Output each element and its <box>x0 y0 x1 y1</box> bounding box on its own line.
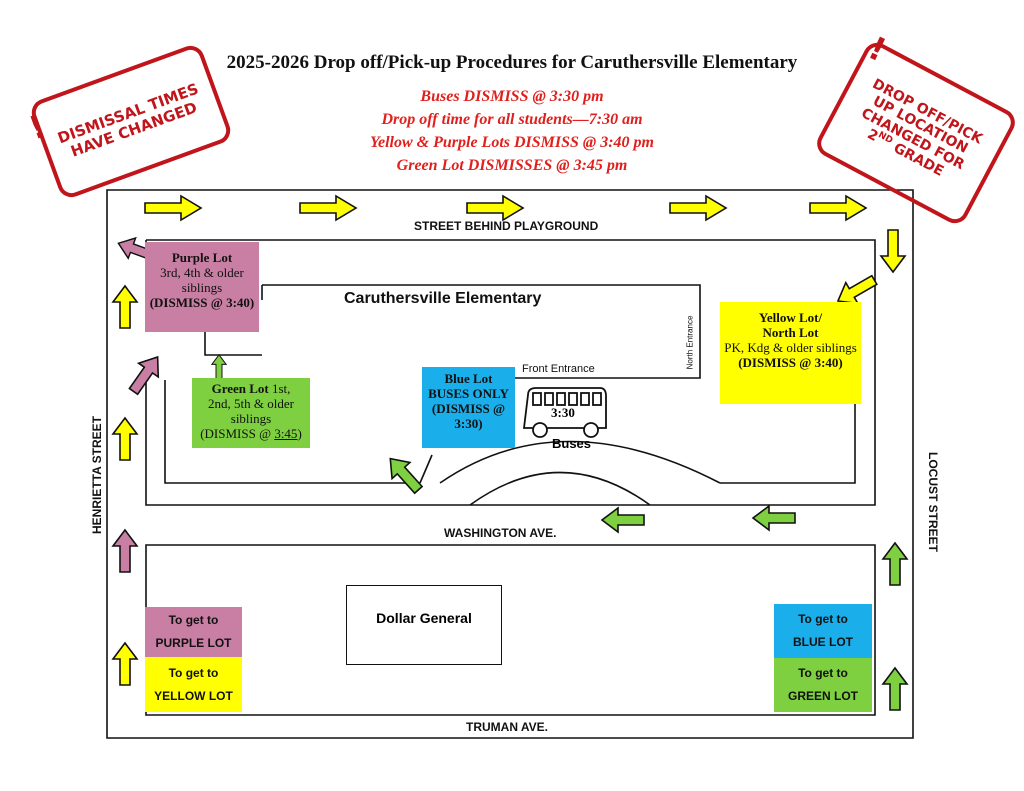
legend-purple-text: To get to PURPLE LOT <box>155 613 232 650</box>
green-lot-dismiss: (DISMISS @ 3:45) <box>200 426 302 441</box>
locust-street-label: LOCUST STREET <box>926 451 940 552</box>
subtitle-green: Green Lot DISMISSES @ 3:45 pm <box>396 157 628 174</box>
front-entrance-label: Front Entrance <box>522 363 595 375</box>
purple-lot-desc: 3rd, 4th & older siblings <box>160 264 244 295</box>
legend-yellow-text: To get to YELLOW LOT <box>154 665 233 703</box>
top-street-arrows <box>144 195 867 221</box>
stamp-left-text: DISMISSAL TIMES HAVE CHANGED <box>55 79 201 161</box>
purple-lot-box: Purple Lot 3rd, 4th & older siblings (DI… <box>145 242 259 332</box>
page-title: 2025-2026 Drop off/Pick-up Procedures fo… <box>226 52 798 73</box>
yellow-lot-dismiss: (DISMISS @ 3:40) <box>738 354 843 370</box>
right-yellow-arrows <box>831 229 906 313</box>
yellow-lot-name: Yellow Lot/ North Lot <box>758 310 823 340</box>
legend-green-text: To get to GREEN LOT <box>787 666 858 703</box>
road-lines <box>106 189 914 739</box>
blue-lot-name: Blue Lot <box>444 371 493 386</box>
bus-icon <box>522 387 607 438</box>
purple-lot-dismiss: (DISMISS @ 3:40) <box>149 294 255 310</box>
blue-lot-box: Blue Lot BUSES ONLY (DISMISS @ 3:30) <box>422 367 515 448</box>
blue-lot-desc: BUSES ONLY <box>428 385 509 401</box>
green-lot-dismiss-prefix: (DISMISS @ <box>200 425 275 441</box>
green-lot-desc-b: 2nd, 5th & older siblings <box>208 395 294 426</box>
building-name: Caruthersville Elementary <box>344 290 542 307</box>
purple-lot-name: Purple Lot <box>171 250 233 265</box>
bus-time: 3:30 <box>551 405 575 420</box>
legend-blue-text: To get to BLUE LOT <box>793 612 853 649</box>
washington-ave-label: WASHINGTON AVE. <box>444 526 557 540</box>
green-lot-box: Green Lot 1st, 2nd, 5th & older siblings… <box>192 378 310 448</box>
dollar-general-label: Dollar General <box>376 610 472 626</box>
dollar-general-store: Dollar General <box>346 585 502 665</box>
yellow-lot-box: Yellow Lot/ North Lot PK, Kdg & older si… <box>720 302 861 404</box>
yellow-lot-desc: PK, Kdg & older siblings <box>724 339 857 355</box>
green-lot-dismiss-suffix: ) <box>297 425 302 441</box>
subtitle-dropoff: Drop off time for all students—7:30 am <box>381 111 643 128</box>
green-lot-desc-a: 1st, <box>272 381 291 396</box>
legend-blue-lot: To get to BLUE LOT <box>774 604 872 658</box>
street-behind-playground: STREET BEHIND PLAYGROUND <box>414 219 599 233</box>
north-entrance-label: North Entrance <box>685 315 695 370</box>
legend-purple-lot: To get to PURPLE LOT <box>145 607 242 657</box>
legend-yellow-lot: To get to YELLOW LOT <box>145 657 242 712</box>
bus-label: Buses <box>552 436 592 451</box>
green-lot-name: Green Lot <box>211 381 269 396</box>
subtitle-buses: Buses DISMISS @ 3:30 pm <box>420 88 604 105</box>
green-lot-dismiss-time: 3:45 <box>274 425 298 441</box>
left-yellow-arrows <box>112 285 138 686</box>
henrietta-street-label: HENRIETTA STREET <box>90 416 104 535</box>
legend-green-lot: To get to GREEN LOT <box>774 658 872 712</box>
truman-ave-label: TRUMAN AVE. <box>466 720 548 734</box>
blue-lot-dismiss: (DISMISS @ 3:30) <box>431 400 506 431</box>
subtitle-yellow-purple: Yellow & Purple Lots DISMISS @ 3:40 pm <box>369 134 654 151</box>
